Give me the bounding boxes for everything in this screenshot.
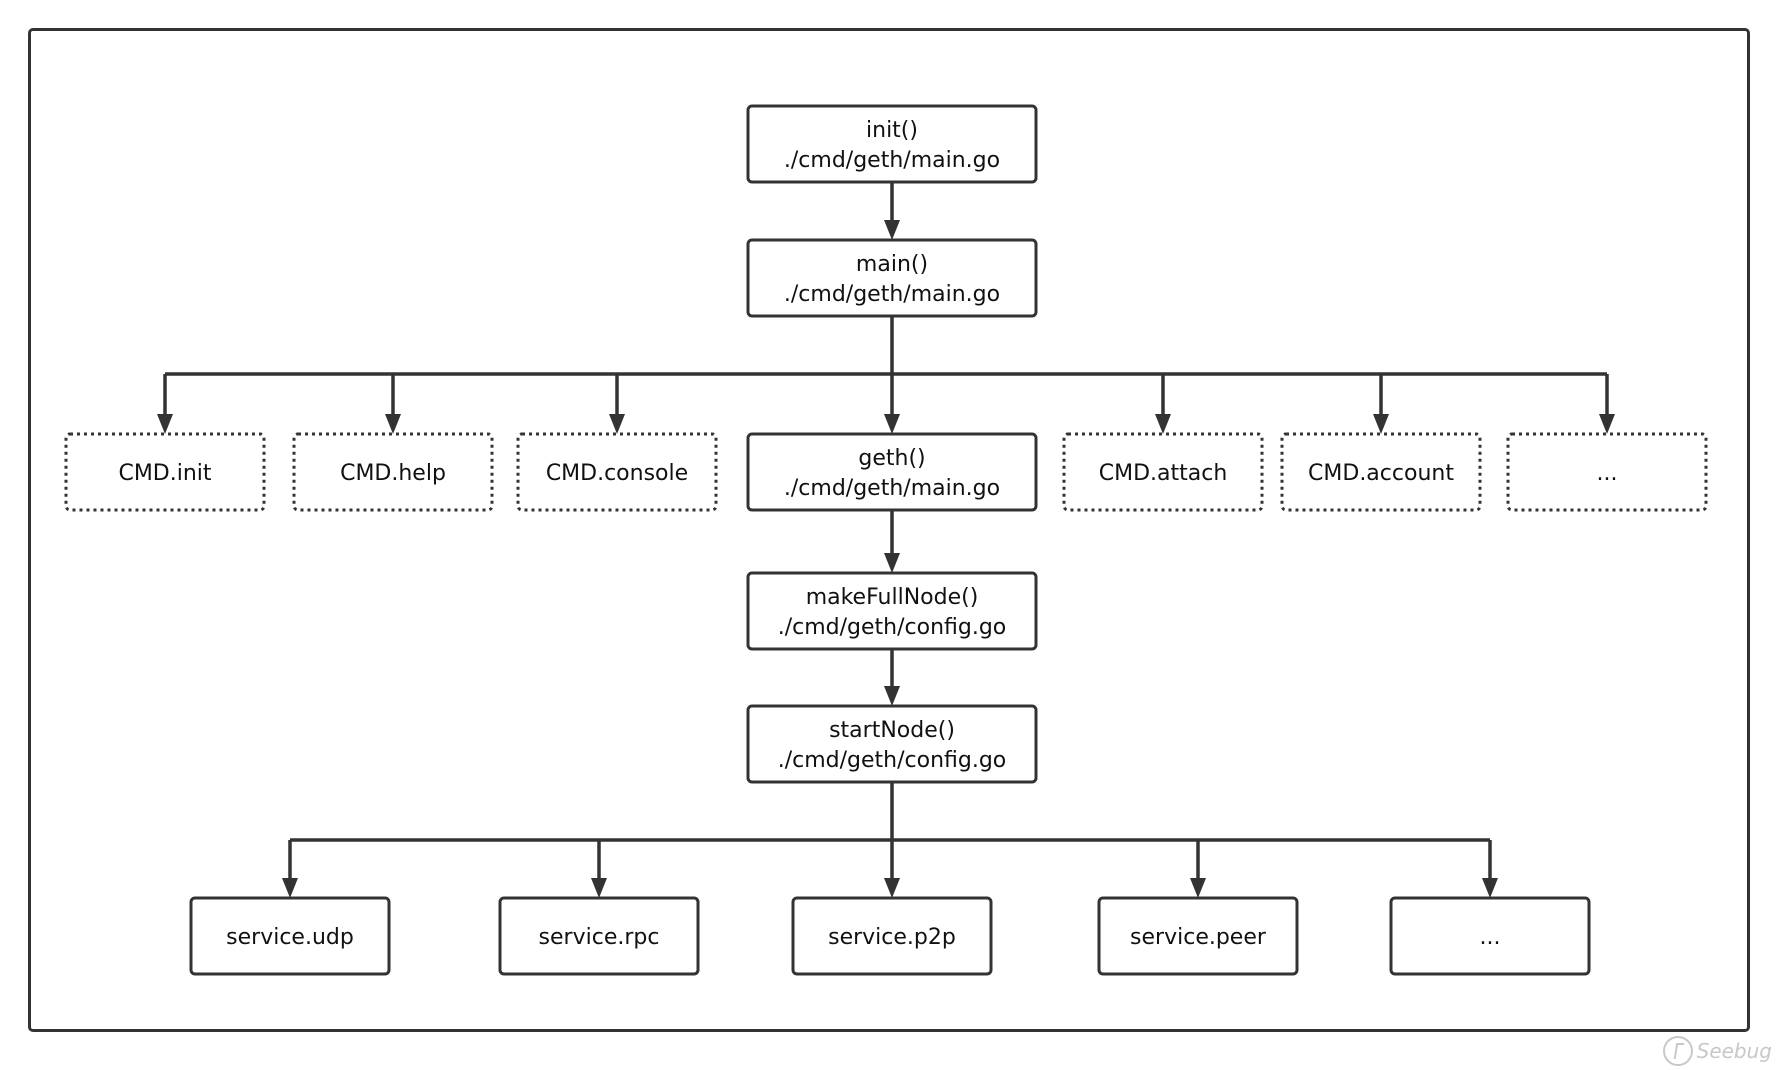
node-label: service.rpc: [539, 925, 660, 950]
arrow-main-to-cmd_attach: [1155, 414, 1171, 434]
seebug-logo-icon: [1662, 1036, 1693, 1066]
node-label: ./cmd/geth/main.go: [784, 148, 1000, 173]
nodes: init() ./cmd/geth/main.go main() ./cmd/geth…: [64, 104, 1708, 976]
node-label: startNode(): [829, 718, 955, 743]
node-geth: geth() ./cmd/geth/main.go: [746, 432, 1038, 512]
node-cmd-init: CMD.init: [64, 432, 266, 512]
node-box: [746, 238, 1038, 318]
node-label: CMD.init: [118, 461, 211, 486]
arrow-startnode-to-svc_rpc: [591, 878, 607, 898]
node-label: service.peer: [1130, 925, 1267, 950]
node-label: ...: [1597, 461, 1618, 486]
node-box: [746, 704, 1038, 784]
node-label: geth(): [858, 446, 925, 471]
edges: [163, 182, 1609, 880]
node-box: [1062, 432, 1264, 512]
node-cmd-console: CMD.console: [516, 432, 718, 512]
arrow-geth-to-makefullnode: [884, 553, 900, 573]
node-label: init(): [866, 118, 918, 143]
node-label: ./cmd/geth/main.go: [784, 282, 1000, 307]
node-box: [746, 432, 1038, 512]
node-svc-udp: service.udp: [189, 896, 391, 976]
node-makefullnode: makeFullNode() ./cmd/geth/config.go: [746, 571, 1038, 651]
node-svc-peer: service.peer: [1097, 896, 1299, 976]
node-box: [189, 896, 391, 976]
node-label: CMD.help: [340, 461, 446, 486]
node-box: [292, 432, 494, 512]
node-label: main(): [856, 252, 928, 277]
arrow-startnode-to-svc_p2p: [884, 878, 900, 898]
node-label: ./cmd/geth/config.go: [778, 748, 1007, 773]
node-startnode: startNode() ./cmd/geth/config.go: [746, 704, 1038, 784]
arrow-main-to-cmd_more: [1599, 414, 1615, 434]
node-svc-more: ...: [1389, 896, 1591, 976]
node-label: CMD.attach: [1099, 461, 1228, 486]
arrow-startnode-to-svc_more: [1482, 878, 1498, 898]
node-box: [64, 432, 266, 512]
arrow-init-to-main: [884, 220, 900, 240]
arrow-main-to-cmd_init: [157, 414, 173, 434]
node-label: ...: [1480, 925, 1501, 950]
node-label: ./cmd/geth/config.go: [778, 615, 1007, 640]
arrow-main-to-geth: [884, 414, 900, 434]
node-box: [1280, 432, 1482, 512]
node-cmd-more: ...: [1506, 432, 1708, 512]
node-label: makeFullNode(): [806, 585, 979, 610]
node-box: [498, 896, 700, 976]
node-box: [1097, 896, 1299, 976]
node-svc-p2p: service.p2p: [791, 896, 993, 976]
node-label: CMD.account: [1308, 461, 1454, 486]
node-main: main() ./cmd/geth/main.go: [746, 238, 1038, 318]
arrow-main-to-cmd_help: [385, 414, 401, 434]
arrow-main-to-cmd_account: [1373, 414, 1389, 434]
diagram-frame: [28, 28, 1750, 1032]
node-cmd-attach: CMD.attach: [1062, 432, 1264, 512]
node-label: service.udp: [226, 925, 354, 950]
node-box: [1506, 432, 1708, 512]
arrow-startnode-to-svc_udp: [282, 878, 298, 898]
node-label: ./cmd/geth/main.go: [784, 476, 1000, 501]
node-box: [746, 104, 1038, 184]
watermark-text: Seebug: [1696, 1039, 1772, 1063]
node-box: [1389, 896, 1591, 976]
node-init: init() ./cmd/geth/main.go: [746, 104, 1038, 184]
node-label: service.p2p: [828, 925, 956, 950]
node-cmd-account: CMD.account: [1280, 432, 1482, 512]
node-svc-rpc: service.rpc: [498, 896, 700, 976]
arrow-main-to-cmd_console: [609, 414, 625, 434]
node-box: [746, 571, 1038, 651]
watermark: Seebug: [1662, 1036, 1772, 1066]
node-box: [516, 432, 718, 512]
arrow-makefullnode-to-startnode: [884, 686, 900, 706]
node-box: [791, 896, 993, 976]
node-cmd-help: CMD.help: [292, 432, 494, 512]
node-label: CMD.console: [546, 461, 688, 486]
arrow-startnode-to-svc_peer: [1190, 878, 1206, 898]
